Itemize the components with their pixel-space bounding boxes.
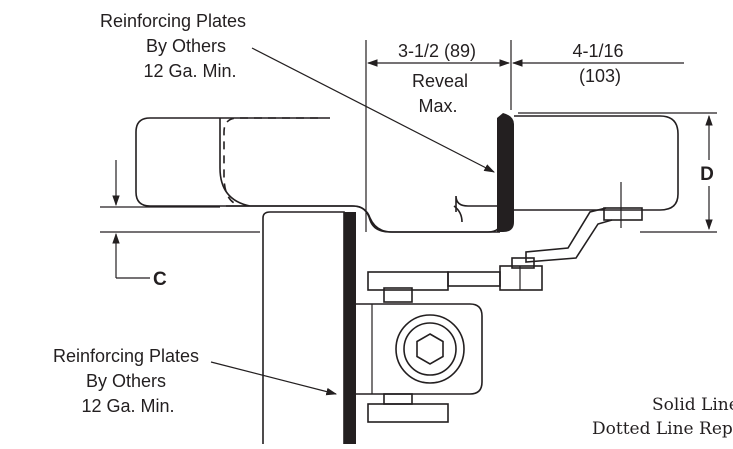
reveal-label: Reveal — [412, 71, 468, 91]
door-arm-dotted-outline — [223, 117, 318, 206]
reveal-dimension-value: 3-1/2 (89) — [398, 41, 476, 61]
top-reinforcing-plate — [497, 113, 514, 232]
c-dimension: C — [100, 160, 260, 290]
bottom-plates-label-line3: 12 Ga. Min. — [81, 396, 174, 416]
arm-dimension-value: 4-1/16 — [572, 41, 623, 61]
bottom-plates-leader-line — [210, 361, 338, 396]
legend-solid-line: Solid Line — [652, 395, 733, 415]
bottom-plates-label-line2: By Others — [86, 371, 166, 391]
d-dimension: D — [518, 112, 721, 233]
reveal-dimension: 3-1/2 (89) Reveal Max. — [365, 40, 512, 232]
closer-body — [514, 115, 679, 211]
hex-nut-icon — [416, 333, 444, 365]
top-plates-label-line1: Reinforcing Plates — [100, 11, 246, 31]
linkage-arm — [447, 207, 643, 291]
reveal-max-label: Max. — [418, 96, 457, 116]
arm-dimension-metric: (103) — [579, 66, 621, 86]
top-plates-label-line2: By Others — [146, 36, 226, 56]
legend-dotted-line: Dotted Line Repr — [592, 419, 733, 439]
top-plates-label-line3: 12 Ga. Min. — [143, 61, 236, 81]
door-frame — [262, 211, 345, 444]
door-arm-solid-outline — [135, 117, 503, 233]
pivot-circle — [395, 314, 465, 384]
door-arm-tail — [453, 205, 463, 223]
top-plates-leader-line — [251, 47, 495, 173]
door-arm-body — [226, 205, 500, 233]
d-dimension-label: D — [700, 164, 714, 185]
c-dimension-label: C — [153, 269, 167, 290]
bottom-reinforcing-plate — [344, 212, 356, 444]
bottom-plates-label-line1: Reinforcing Plates — [53, 346, 199, 366]
pivot-assembly — [356, 271, 483, 423]
arm-dimension: 4-1/16 (103) — [511, 41, 684, 86]
